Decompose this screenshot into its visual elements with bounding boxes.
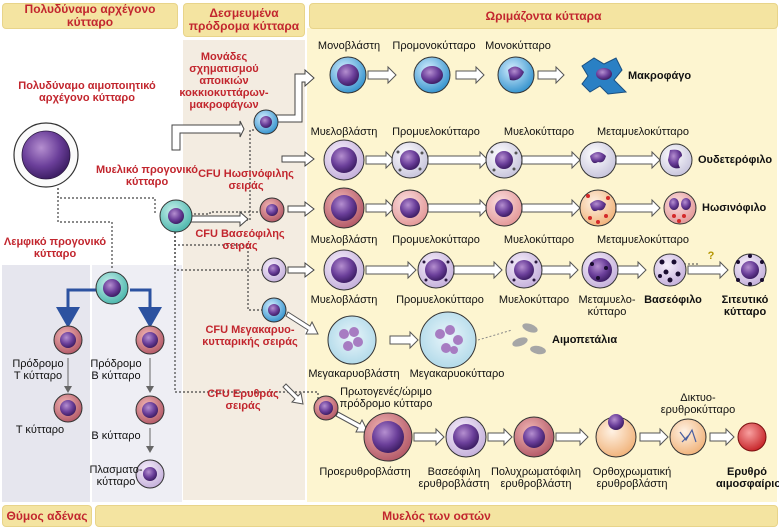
hsc-to-myeloid-line xyxy=(57,188,156,215)
header-thymus: Θύμος αδένας xyxy=(2,505,92,527)
label-question: ? xyxy=(707,250,715,262)
label-platelets: Αιμοπετάλια xyxy=(552,334,618,346)
label-cfu-baso: CFU Βασεόφιλης σειράς xyxy=(195,228,285,252)
eos-myelocyte-cell xyxy=(485,189,523,227)
lymph-panel-marrow xyxy=(92,265,182,502)
neutro-metamyelocyte-cell xyxy=(579,141,617,179)
label-baso-promyelocyte: Προμυελοκύτταρο xyxy=(396,294,484,306)
label-baso-myelocyte: Μυελοκύτταρο xyxy=(498,294,570,306)
eos-promyelocyte-cell xyxy=(391,189,429,227)
cfu-ery-cell xyxy=(313,395,339,421)
polychromatophilic-erythroblast-cell xyxy=(513,416,555,458)
plasma-cell xyxy=(135,459,165,489)
label-hsc: Πολυδύναμο αιμοποιητικό αρχέγονο κύτταρο xyxy=(18,80,156,104)
eosinophil-cell xyxy=(663,191,697,225)
header-mature: Ωριμάζοντα κύτταρα xyxy=(309,3,778,29)
label-proerythroid-progenitor: Πρωτογενές/ώριμο πρόδρομο κύτταρο xyxy=(339,386,433,410)
label-lymphoid: Λεμφικό προγονικό κύτταρο xyxy=(3,236,107,260)
label-myeloid: Μυελικό προγονικό κύτταρο xyxy=(96,164,198,188)
reticulocyte-cell xyxy=(669,418,707,456)
orthochromatic-erythroblast-cell xyxy=(595,414,637,458)
label-eos-promyelocyte: Προμυελοκύτταρο xyxy=(392,234,480,246)
label-eos-metamyelocyte: Μεταμυελοκύτταρο xyxy=(596,234,690,246)
b-cell xyxy=(135,395,165,425)
label-b-cell: Β κύτταρο xyxy=(91,430,141,442)
macrophage-cell xyxy=(581,57,628,95)
label-megakaryoblast: Μεγακαρυοβλάστη xyxy=(308,368,400,380)
cfu-gm-cell xyxy=(253,109,279,135)
label-basophil: Βασεόφιλο xyxy=(644,294,702,306)
label-pro-b: Πρόδρομο Β κύτταρο xyxy=(90,358,142,382)
label-neutro-myeloblast: Μυελοβλάστη xyxy=(310,126,378,138)
baso-myelocyte-cell xyxy=(505,251,543,289)
eos-myeloblast-cell xyxy=(323,187,365,229)
neutro-promyelocyte-cell xyxy=(391,141,429,179)
label-baso-myeloblast: Μυελοβλάστη xyxy=(310,294,378,306)
label-plasma: Πλασματο- κύτταρο xyxy=(89,464,143,488)
label-neutrophil: Ουδετερόφιλο xyxy=(698,154,773,166)
label-proerythroblast: Προερυθροβλάστη xyxy=(319,466,411,478)
label-mono-unit: Μονάδες σχηματισμού αποικιών κοκκιοκυττά… xyxy=(179,51,269,111)
label-monocyte: Μονοκύτταρο xyxy=(485,40,551,52)
cfu-mega-cell xyxy=(261,297,287,323)
label-megakaryocyte: Μεγακαρυοκύτταρο xyxy=(409,368,505,380)
cfu-eos-cell xyxy=(259,197,285,223)
header-committed: Δεσμευμένα πρόδρομα κύτταρα xyxy=(183,3,305,37)
basophilic-erythroblast-cell xyxy=(445,416,487,458)
monoblast-cell xyxy=(329,56,367,94)
label-basophilic-erythroblast: Βασεόφιλη ερυθροβλάστη xyxy=(418,466,490,490)
pro-b-cell xyxy=(135,325,165,355)
lymphoid-progenitor-cell xyxy=(95,271,129,305)
mast-cell xyxy=(733,253,767,287)
cfu-baso-cell xyxy=(261,257,287,283)
label-monoblast: Μονοβλάστη xyxy=(317,40,381,52)
neutro-myeloblast-cell xyxy=(323,139,365,181)
lymph-panel-thymus xyxy=(2,265,90,502)
proerythroblast-cell xyxy=(363,412,413,462)
label-cfu-mega: CFU Μεγακαρυο- κυτταρικής σειράς xyxy=(202,324,298,348)
label-baso-metamyelocyte: Μεταμυελο- κύτταρο xyxy=(578,294,636,318)
platelets xyxy=(512,323,546,355)
label-t-cell: Τ κύτταρο xyxy=(15,424,65,436)
hsc-to-lymphoid-line xyxy=(57,188,113,270)
label-cfu-ery: CFU Ερυθράς σειράς xyxy=(207,388,279,412)
baso-promyelocyte-cell xyxy=(417,251,455,289)
arrow-to-mono-unit xyxy=(171,120,245,151)
label-neutro-promyelocyte: Προμυελοκύτταρο xyxy=(392,126,480,138)
label-cfu-eos: CFU Ηωσινόφιλης σειράς xyxy=(198,168,294,192)
baso-myeloblast-cell xyxy=(323,249,365,291)
neutro-myelocyte-cell xyxy=(485,141,523,179)
label-reticulocyte: Δικτυο- ερυθροκύτταρο xyxy=(660,392,736,416)
label-promonocyte: Προμονοκύτταρο xyxy=(392,40,476,52)
baso-metamyelocyte-cell xyxy=(581,251,619,289)
label-pro-t: Πρόδρομο Τ κύτταρο xyxy=(12,358,64,382)
label-eos-myeloblast: Μυελοβλάστη xyxy=(310,234,378,246)
neutrophil-cell xyxy=(659,143,693,177)
eos-metamyelocyte-cell xyxy=(579,189,617,227)
label-eosinophil: Ηωσινόφιλο xyxy=(702,202,767,214)
monocyte-cell xyxy=(497,56,535,94)
pro-t-cell xyxy=(53,325,83,355)
label-mast: Σιτευτικό κύτταρο xyxy=(721,294,769,318)
header-marrow: Μυελός των οστών xyxy=(95,505,778,527)
promonocyte-cell xyxy=(413,56,451,94)
label-neutro-metamyelocyte: Μεταμυελοκύτταρο xyxy=(596,126,690,138)
t-cell xyxy=(53,393,83,423)
label-eos-myelocyte: Μυελοκύτταρο xyxy=(503,234,575,246)
megakaryoblast-cell xyxy=(327,315,377,365)
erythrocyte-cell xyxy=(737,422,767,452)
label-erythrocyte: Ερυθρό αιμοσφαίριο xyxy=(716,466,779,490)
label-polychromatophilic-erythroblast: Πολυχρωματόφιλη ερυθροβλάστη xyxy=(490,466,582,490)
label-macrophage: Μακροφάγο xyxy=(628,70,692,82)
label-neutro-myelocyte: Μυελοκύτταρο xyxy=(503,126,575,138)
megakaryocyte-cell xyxy=(419,311,477,369)
myeloid-progenitor-cell xyxy=(159,199,193,233)
label-orthochromatic-erythroblast: Ορθοχρωματική ερυθροβλάστη xyxy=(592,466,672,490)
basophil-cell xyxy=(653,253,687,287)
header-stem-cell: Πολυδύναμο αρχέγονο κύτταρο xyxy=(2,3,178,29)
hsc-cell xyxy=(13,122,79,188)
